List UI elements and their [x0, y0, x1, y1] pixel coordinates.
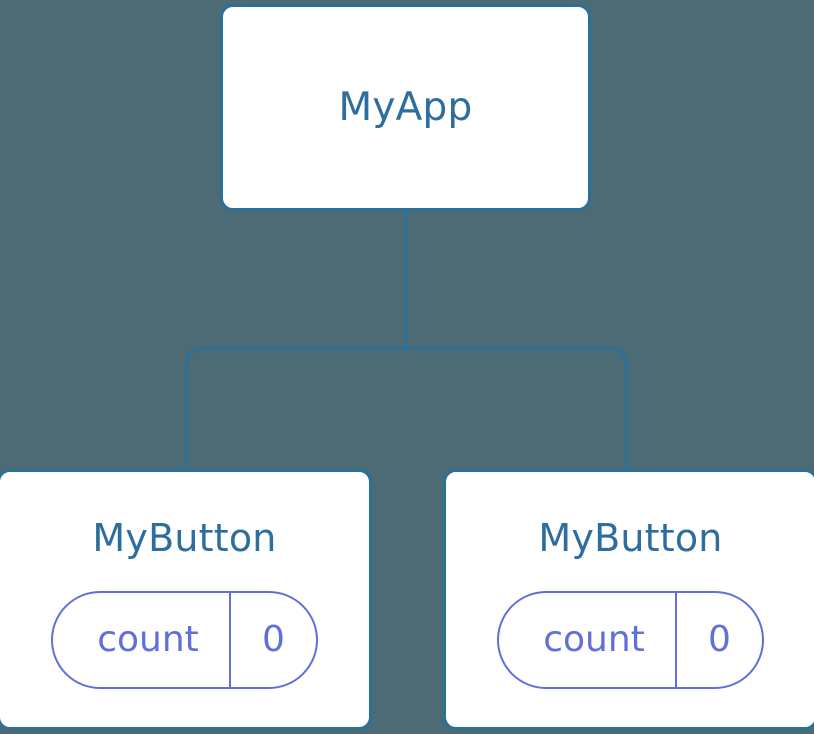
edge-to-second-child — [405, 347, 628, 470]
node-mybutton-2[interactable]: MyButton count 0 — [443, 469, 814, 730]
state-divider — [229, 593, 231, 687]
state-value: 0 — [708, 619, 731, 660]
node-mybutton-1[interactable]: MyButton count 0 — [0, 469, 372, 730]
state-divider — [675, 593, 677, 687]
state-key: count — [97, 619, 199, 660]
state-pill[interactable]: count 0 — [497, 591, 764, 689]
state-key: count — [543, 619, 645, 660]
node-myapp[interactable]: MyApp — [220, 4, 591, 211]
node-title: MyButton — [538, 516, 723, 560]
node-title: MyButton — [92, 516, 277, 560]
edge-to-first-child — [185, 347, 406, 470]
state-pill[interactable]: count 0 — [51, 591, 318, 689]
node-title: MyApp — [338, 85, 473, 130]
state-value: 0 — [262, 619, 285, 660]
